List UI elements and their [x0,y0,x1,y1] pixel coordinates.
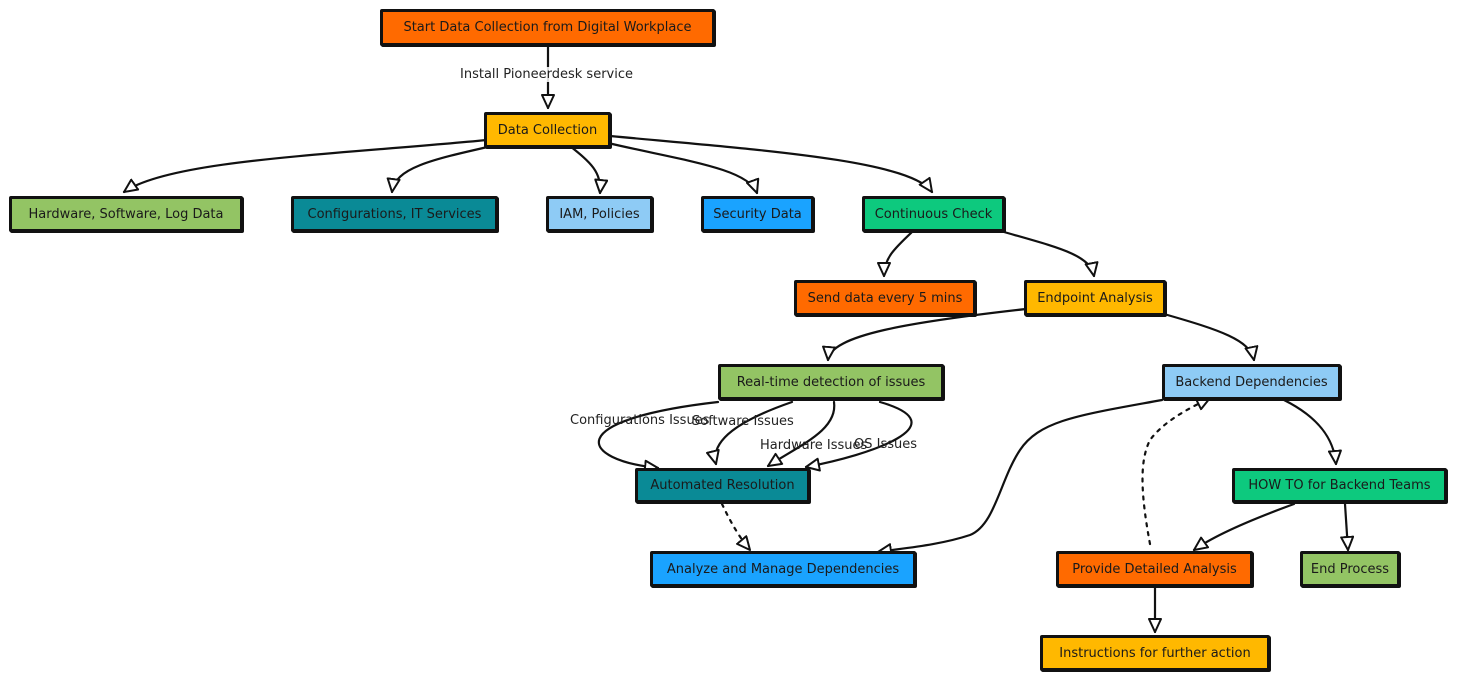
node-send-data: Send data every 5 mins [794,280,976,316]
node-provide-analysis: Provide Detailed Analysis [1056,551,1253,587]
node-realtime-detection: Real-time detection of issues [718,364,944,400]
node-automated-resolution: Automated Resolution [635,468,810,503]
edge-realtime-software-issues [706,400,794,466]
node-data-collection: Data Collection [484,112,611,148]
edge-label-os-issues: OS Issues [854,437,918,452]
edge-howto-to-provide [1192,502,1296,552]
edge-backend-to-howto [1282,398,1342,466]
node-security-data: Security Data [701,196,814,232]
node-instructions: Instructions for further action [1040,635,1270,671]
edge-collection-to-continuous [608,134,934,194]
edge-collection-to-configurations [386,144,494,194]
node-continuous-check: Continuous Check [862,196,1005,232]
edge-howto-to-end [1340,502,1355,552]
node-endpoint-analysis: Endpoint Analysis [1024,280,1166,316]
edge-provide-to-backend [1141,396,1212,546]
edge-label-install: Install Pioneerdesk service [458,67,635,82]
edge-endpoint-to-realtime [822,307,1028,362]
edge-endpoint-to-backend [1162,312,1259,362]
edge-collection-to-security [606,141,760,195]
edge-continuous-to-send-data [877,230,914,278]
edge-collection-to-hardware [122,138,489,194]
edge-realtime-hardware-issues [766,400,836,468]
node-hardware-software-log: Hardware, Software, Log Data [9,196,243,232]
edge-label-hardware-issues: Hardware Issues [760,438,868,453]
node-configurations-it-services: Configurations, IT Services [291,196,498,232]
edge-realtime-config-issues [597,400,720,474]
node-analyze-dependencies: Analyze and Manage Dependencies [650,551,916,587]
edge-continuous-to-endpoint [1002,230,1099,278]
node-end-process: End Process [1300,551,1400,587]
edge-label-software-issues: Software Issues [692,414,794,429]
edge-realtime-os-issues [804,400,913,472]
edge-backend-to-analyze [876,398,1164,558]
node-howto-backend: HOW TO for Backend Teams [1232,468,1447,503]
edge-automated-to-analyze [720,502,752,552]
edge-label-config-issues: Configurations Issues [570,413,710,428]
node-backend-dependencies: Backend Dependencies [1162,364,1341,400]
node-iam-policies: IAM, Policies [546,196,653,232]
node-start: Start Data Collection from Digital Workp… [380,9,715,46]
edge-collection-to-iam [568,144,609,195]
